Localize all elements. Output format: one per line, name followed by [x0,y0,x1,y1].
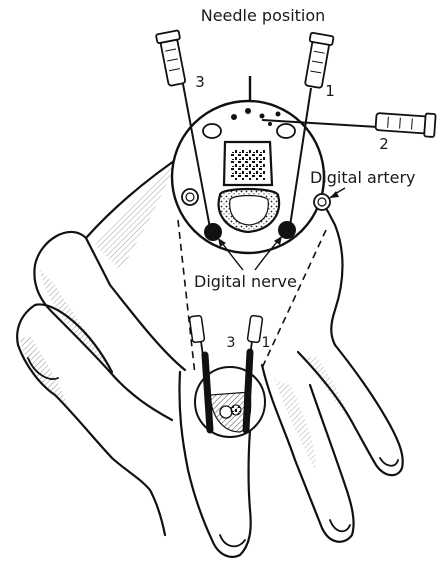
title: Needle position [201,6,326,25]
needle-label-2: 2 [379,135,389,153]
finger-needle-label-1: 1 [262,335,271,351]
nail-middle [220,535,245,546]
index-finger [17,304,112,458]
thumb-shading [40,270,110,372]
cross-section [172,76,330,253]
needle-label-1: 1 [325,82,335,100]
dorsal-vein-right [277,124,295,138]
digital-nerve-label: Digital nerve [194,272,297,291]
dorsal-vein-left [203,124,221,138]
index-finger-shading [20,335,70,410]
nail-ring [330,520,350,531]
digital-artery-label: Digital artery [310,168,416,187]
finger-needle-site [195,352,265,437]
needle-label-3: 3 [195,73,205,91]
bone-marrow [230,150,266,180]
nail-little [380,458,398,466]
digital-artery-leader [330,188,345,198]
finger-needle-label-3: 3 [227,335,236,351]
palm-edge [112,458,165,535]
